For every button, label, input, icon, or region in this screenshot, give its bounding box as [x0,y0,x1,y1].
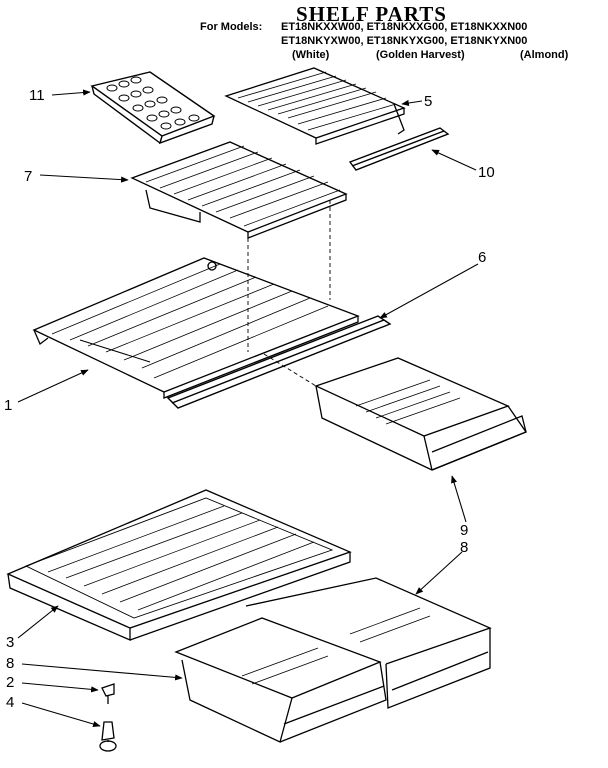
color-golden-harvest: (Golden Harvest) [376,49,465,61]
small-wire-shelf-part [224,67,406,145]
large-wire-shelf-part [32,257,360,399]
shelf-front-trim-part [166,315,392,409]
color-white: (White) [292,49,330,61]
crisper-pans-part [174,577,492,743]
shelf-trim-part [348,127,450,171]
models-row-1: ET18NKXXW00, ET18NKXXG00, ET18NKXXN00 [281,21,528,33]
leader-lines [17,89,479,727]
callout-10: 10 [478,164,495,181]
callout-4: 4 [6,694,14,711]
callout-labels: 11 5 10 7 6 1 9 8 3 8 2 4 [4,87,495,711]
callout-3: 3 [6,634,14,651]
freezer-wire-shelf-part [130,141,348,352]
page-title: SHELF PARTS [296,2,447,26]
callout-9: 9 [460,522,468,539]
ice-tray-part [90,71,216,145]
meat-pan-part [263,353,527,471]
leveler-parts [99,683,117,752]
callout-11: 11 [29,87,45,104]
models-label: For Models: [200,21,263,33]
callout-2: 2 [6,674,14,691]
callout-8-refrigerator: 8 [460,539,468,556]
callout-8-crisper: 8 [6,655,14,672]
callout-7: 7 [24,168,32,185]
callout-5: 5 [424,93,432,110]
callout-6: 6 [478,249,486,266]
callout-1: 1 [4,397,12,414]
header: SHELF PARTS For Models: ET18NKXXW00, ET1… [0,0,608,70]
models-row-2: ET18NKYXW00, ET18NKYXG00, ET18NKYXN00 [281,35,528,47]
crisper-cover-part [6,489,352,641]
color-almond: (Almond) [520,49,569,61]
